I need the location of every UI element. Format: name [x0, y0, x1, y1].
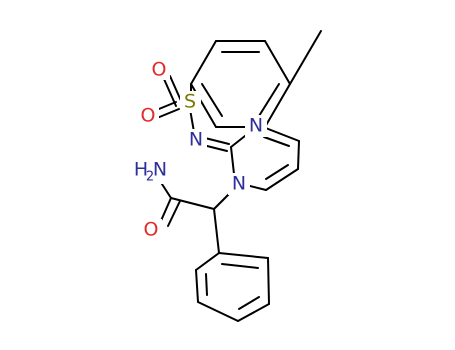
sulfur-oxygen-bottom-bond-b [156, 108, 180, 119]
phenyl-bond-1 [218, 252, 269, 259]
ring-inner-bond-c5-c6 [265, 164, 289, 180]
tolyl-inner-bond-3 [201, 83, 223, 117]
ring-nitrogen-top-label-bg [245, 115, 267, 137]
ring-bond-n3-c4 [262, 126, 300, 142]
amide-nitrogen-atom-label: N [153, 159, 167, 181]
sulfur-oxygen-top-bond-b [163, 78, 177, 107]
tolyl-bond-4 [264, 83, 291, 128]
phenyl-bond-6 [195, 252, 220, 271]
sulfur-label-bg [180, 91, 201, 113]
alpha-carbon-carbonyl-bond [170, 197, 215, 210]
oxygen-bottom-label-bg [137, 105, 159, 127]
tolyl-inner-bond-2 [258, 83, 280, 117]
alpha-carbon-phenyl-bond [213, 208, 220, 254]
carbonyl-oxygen-bond-a [159, 197, 172, 224]
amide-hydrogen-label: H [134, 159, 148, 181]
phenyl-inner-bond-2 [238, 296, 260, 310]
atom-labels: S O O N N N H 2 N O [133, 58, 267, 241]
oxygen-bottom-atom-label: O [141, 105, 156, 127]
phenyl-bond-4 [197, 301, 239, 322]
ring-inner-bond-n3-c4 [263, 136, 290, 147]
phenyl-bond-5 [195, 269, 199, 303]
imine-nitrogen-atom-label: N [189, 129, 203, 151]
methyl-bond [289, 30, 322, 85]
ring-nitrogen-bottom-label-bg [228, 173, 250, 195]
ring-nitrogen-bottom-atom-label: N [232, 173, 246, 195]
imine-nitrogen-label-bg [185, 129, 207, 151]
pyrimidine-ring [202, 126, 300, 210]
phenyl-bond-3 [237, 303, 270, 322]
amide-phenyl-fragment [159, 180, 270, 322]
sulfur-atom-label: S [184, 91, 196, 113]
ring-bond-c5-c6 [265, 168, 299, 191]
tolyl-ring [190, 30, 322, 128]
carbonyl-oxygen-label-bg [140, 219, 162, 241]
amide-hydrogen-subscript: 2 [146, 170, 154, 185]
imine-double-bond-a [204, 137, 230, 145]
phenyl-inner-bond-3 [205, 273, 208, 296]
tolyl-bond-3 [264, 40, 291, 85]
phenyl-bond-2 [267, 257, 270, 305]
amide-nitrogen-label-bg [133, 160, 165, 184]
oxygen-top-label-bg [148, 58, 170, 80]
ring-bond-c4-c5 [297, 140, 300, 170]
ring-nitrogen-top-atom-label: N [249, 115, 263, 137]
carbonyl-oxygen-bond-b [167, 200, 181, 227]
phenyl-inner-bond-1 [221, 263, 259, 269]
oxygen-top-atom-label: O [152, 59, 167, 81]
carbonyl-oxygen-atom-label: O [144, 219, 159, 241]
ring-bond-n1-c2 [230, 146, 235, 175]
tolyl-bond-1 [190, 40, 217, 85]
